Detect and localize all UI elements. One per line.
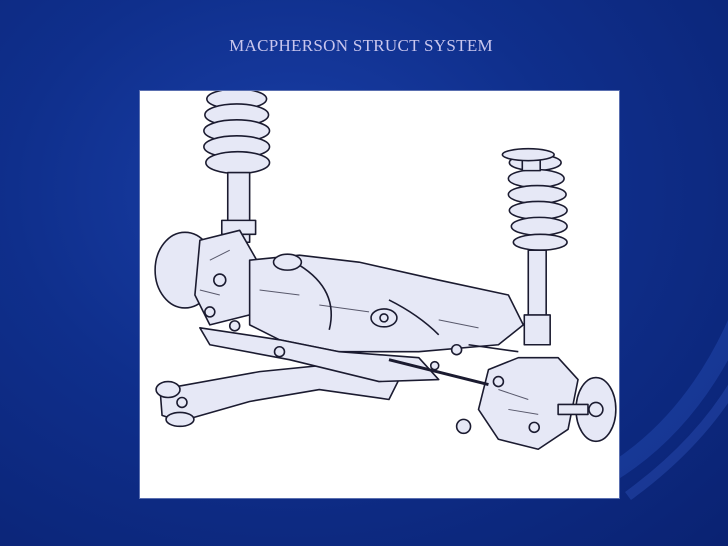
macpherson-strut-suspension-drawing-icon (154, 91, 617, 451)
suspension-illustration (139, 90, 620, 499)
right-knuckle (477, 356, 579, 451)
subframe (248, 254, 525, 353)
slide-title-container: MACPHERSON STRUCT SYSTEM (0, 36, 728, 56)
slide-title: MACPHERSON STRUCT SYSTEM (229, 36, 493, 55)
left-coil-spring (203, 91, 271, 175)
